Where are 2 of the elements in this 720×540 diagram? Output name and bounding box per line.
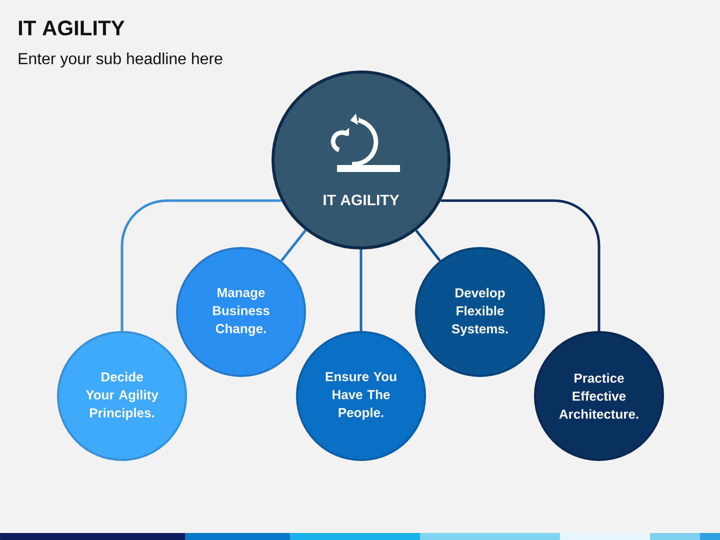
- title: IT AGILITY: [18, 20, 125, 36]
- subtitle: Enter your sub headline here: [18, 52, 222, 68]
